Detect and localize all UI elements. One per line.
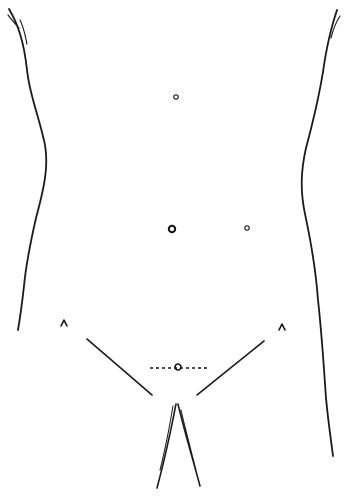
right-lateral-port-circle	[245, 226, 249, 230]
left-thigh-inner-contour	[157, 404, 176, 488]
right-torso-contour	[302, 10, 337, 456]
right-asis-caret-mark	[279, 324, 285, 330]
right-thigh-inner-contour-2	[181, 410, 196, 470]
left-thigh-inner-contour-2	[160, 406, 173, 470]
right-thigh-inner-contour	[178, 404, 200, 486]
upper-port-circle	[174, 95, 178, 99]
umbilical-port-circle	[169, 226, 175, 232]
suprapubic-port-circle	[175, 364, 181, 370]
left-asis-caret-mark	[61, 320, 67, 326]
left-torso-contour	[9, 9, 46, 330]
left-inguinal-line	[87, 339, 152, 395]
right-inguinal-line	[197, 341, 264, 395]
